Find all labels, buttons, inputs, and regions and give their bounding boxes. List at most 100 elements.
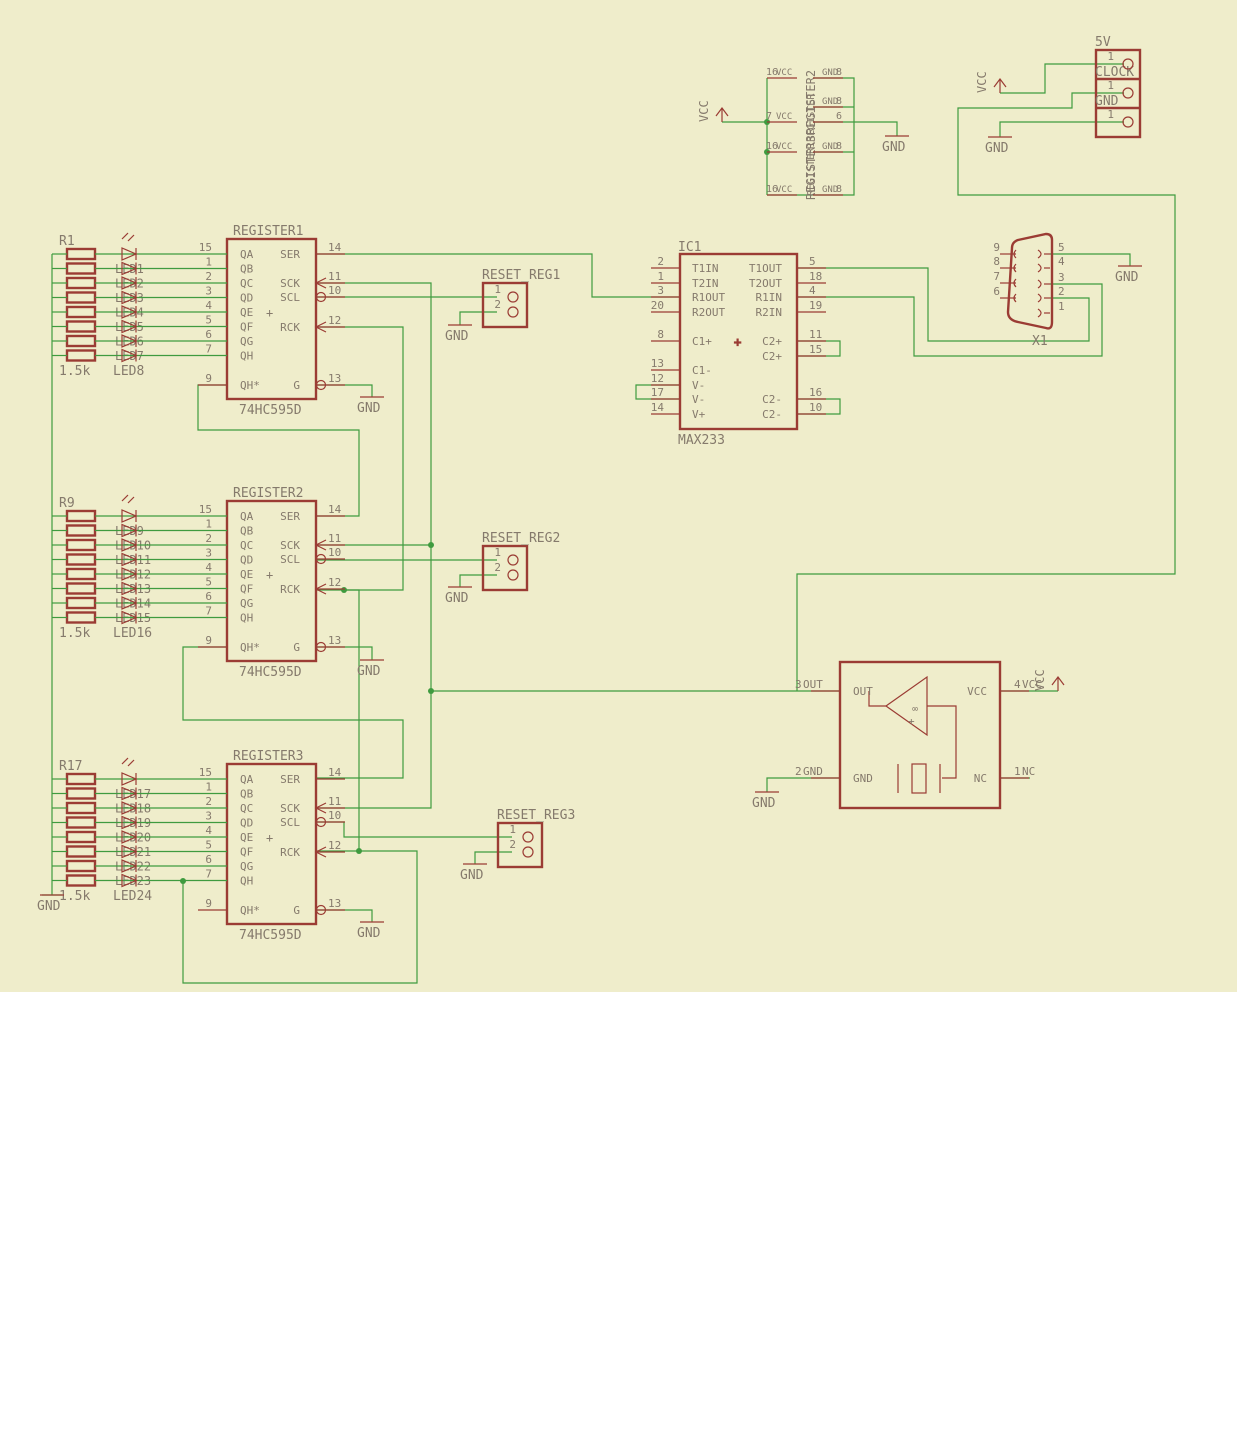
gnd-label: GND — [357, 401, 381, 416]
reset-pin-number: 1 — [494, 546, 501, 559]
resistor-value: 1.5k — [59, 626, 90, 641]
resistor-value: 1.5k — [59, 364, 90, 379]
pin-name: QF — [240, 583, 253, 596]
pin-name: QD — [240, 554, 253, 567]
oscillator-pin-name: OUT — [853, 685, 873, 698]
oscillator-plus: + — [908, 715, 915, 728]
pin-number: 7 — [205, 343, 212, 356]
supply-block-side-label: REGISTER1REGISTER — [806, 93, 817, 196]
ic1-pin-number: 15 — [809, 343, 822, 356]
ic1-pin-number: 17 — [651, 386, 664, 399]
pin-name: G — [293, 904, 300, 917]
x1-pin-number: 2 — [1058, 285, 1065, 298]
pin-number: 3 — [205, 547, 212, 560]
pin-number: 5 — [205, 839, 212, 852]
reset-pin-number: 1 — [509, 823, 516, 836]
pin-name: QH — [240, 612, 253, 625]
oscillator-pin-name: NC — [974, 772, 987, 785]
oscillator-pin-label: VCC — [1022, 678, 1042, 691]
supply-pin-name: VCC — [776, 185, 792, 195]
gnd-label: GND — [1115, 270, 1139, 285]
junction-dot — [341, 587, 347, 593]
supply-pin-number: 8 — [836, 141, 842, 152]
led — [121, 290, 138, 305]
ic1-pin-name: R1IN — [756, 291, 783, 304]
ic1-pin-name: T1OUT — [749, 262, 782, 275]
pin-name: RCK — [280, 321, 300, 334]
pin-name: QE — [240, 306, 253, 319]
led — [121, 567, 138, 581]
led — [121, 261, 138, 276]
pin-number: 13 — [328, 372, 341, 385]
gnd-label: GND — [460, 868, 484, 883]
pin-number: 7 — [205, 605, 212, 618]
gnd-label: GND — [882, 140, 906, 155]
ic1-pin-number: 10 — [809, 401, 822, 414]
x1-pin-number: 3 — [1058, 271, 1065, 284]
pin-number: 12 — [328, 576, 341, 589]
register-value: 74HC595D — [239, 665, 302, 680]
ic1-pin-number: 13 — [651, 357, 664, 370]
ic1-pin-number: 19 — [809, 299, 822, 312]
pin-number: 9 — [205, 634, 212, 647]
reset-pin-number: 1 — [494, 283, 501, 296]
ic1-pin-name: T2IN — [692, 277, 719, 290]
pin-name: SCL — [280, 553, 300, 566]
led — [121, 319, 138, 334]
supply-pin-number: 8 — [836, 184, 842, 195]
resistor-designator: R17 — [59, 759, 82, 774]
pin-number: 12 — [328, 314, 341, 327]
gnd-label: GND — [445, 591, 469, 606]
ic1-pin-number: 11 — [809, 328, 822, 341]
pin-number: 5 — [205, 314, 212, 327]
header-5v-pin-number: 1 — [1107, 50, 1114, 63]
reset-pin-number: 2 — [509, 838, 516, 851]
pin-number: 10 — [328, 809, 341, 822]
ic1-pin-name: R2OUT — [692, 306, 725, 319]
led-designator: LED8 — [113, 364, 144, 379]
pin-number: 13 — [328, 634, 341, 647]
ic1-value: MAX233 — [678, 433, 725, 448]
junction-dot — [428, 688, 434, 694]
led — [121, 276, 138, 290]
gnd-label: GND — [357, 926, 381, 941]
led — [121, 859, 138, 873]
ic1-max233: IC1 MAX233 + 2T1IN1T2IN3R1OUT20R2OUT8C1+… — [651, 240, 826, 448]
register-name: REGISTER2 — [233, 486, 303, 501]
pin-name: QA — [240, 248, 254, 261]
register-2: REGISTER274HC595D+15QA1QB2QC3QD4QE5QF6QG… — [52, 486, 345, 680]
led — [121, 581, 138, 596]
ic1-pin-number: 2 — [657, 255, 664, 268]
register-1: REGISTER174HC595D+15QA1QB2QC3QD4QE5QF6QG… — [52, 224, 345, 418]
pin-name: QH* — [240, 904, 260, 917]
register-name: REGISTER1 — [233, 224, 303, 239]
pin-name: QC — [240, 539, 253, 552]
led — [121, 509, 138, 523]
supply-pin-name: GND — [822, 68, 838, 78]
oscillator-symbol: ∞ — [912, 704, 918, 715]
led — [121, 552, 138, 567]
ground-symbol: GND — [357, 921, 384, 941]
led-designator: LED24 — [113, 889, 152, 904]
pin-number: 10 — [328, 284, 341, 297]
ic1-pin-number: 8 — [657, 328, 664, 341]
ic1-pin-name: R1OUT — [692, 291, 725, 304]
pin-number: 2 — [205, 532, 212, 545]
reset-pin-number: 2 — [494, 298, 501, 311]
pin-name: RCK — [280, 583, 300, 596]
register-3: REGISTER374HC595D+15QA1QB2QC3QD4QE5QF6QG… — [52, 749, 345, 943]
register-body — [225, 762, 318, 926]
ic1-pin-name: T1IN — [692, 262, 719, 275]
pin-number: 1 — [205, 256, 212, 269]
pin-name: QB — [240, 263, 254, 276]
oscillator-pin-number: 4 — [1014, 678, 1021, 691]
ground-symbol: GND — [445, 324, 472, 344]
ic1-pin-name: R2IN — [756, 306, 783, 319]
ic1-pin-name: C2+ — [762, 335, 782, 348]
pin-number: 11 — [328, 270, 341, 283]
